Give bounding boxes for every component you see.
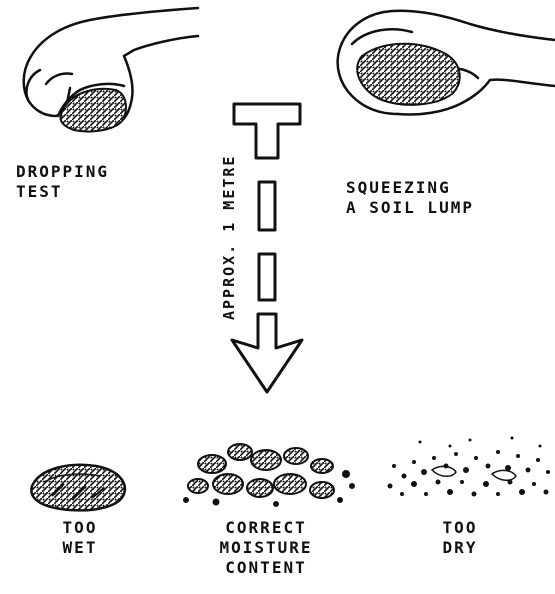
soil-too-wet-icon	[31, 465, 124, 511]
shaft-segment-1	[259, 182, 275, 230]
soil-lump-squeezed	[357, 44, 460, 105]
shaft-segment-2	[259, 254, 275, 300]
soil-too-dry-icon	[388, 437, 551, 497]
arrow-head	[232, 314, 302, 392]
label-approx-height: APPROX. 1 METRE	[220, 155, 238, 320]
drop-height-indicator	[232, 104, 302, 392]
soil-correct-icon	[184, 444, 354, 506]
t-bar-top	[234, 104, 300, 158]
